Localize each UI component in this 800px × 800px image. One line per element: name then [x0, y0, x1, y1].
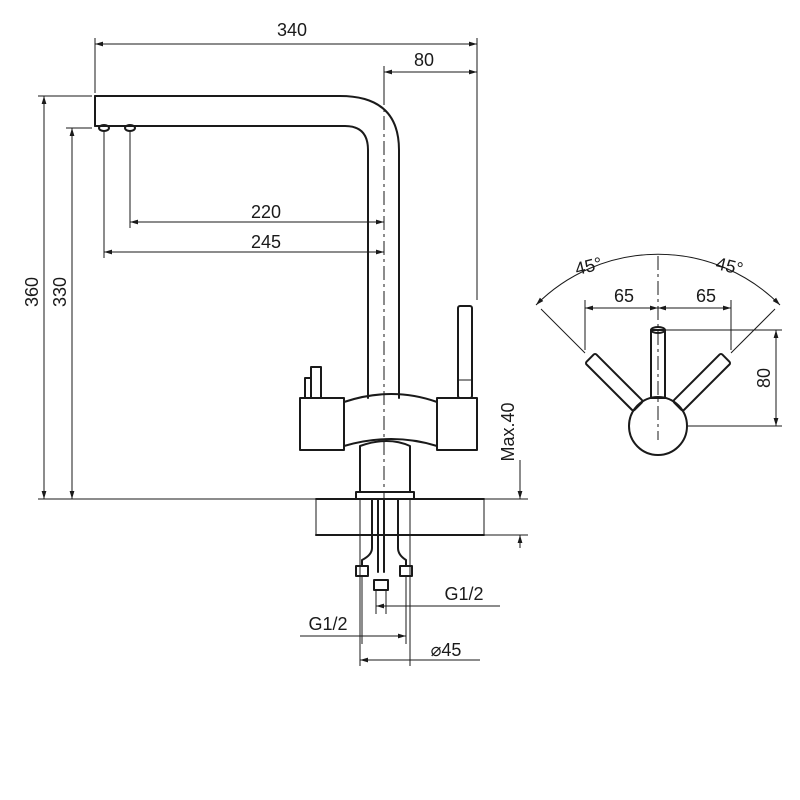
dim-reach-220: 220 — [251, 202, 281, 222]
dim-handle-height: 80 — [754, 368, 774, 388]
handles — [304, 305, 473, 399]
dim-thread-left: G1/2 — [308, 614, 347, 634]
dim-max-thickness: Max.40 — [498, 402, 518, 461]
spout — [94, 95, 400, 399]
right-handle — [672, 352, 732, 412]
right-lever — [457, 305, 473, 399]
dim-spout-depth: 80 — [414, 50, 434, 70]
dim-hole-diameter: ⌀45 — [431, 640, 462, 660]
countertop-section — [315, 498, 485, 536]
outlet-icon — [98, 124, 110, 132]
dim-overall-length: 340 — [277, 20, 307, 40]
dim-angle-left: 45° — [573, 253, 604, 279]
outlet-icon — [124, 124, 136, 132]
center-handle — [650, 329, 666, 399]
top-view: 45° 45° 65 65 80 — [535, 253, 782, 456]
dim-height-330: 330 — [50, 277, 70, 307]
dim-thread-right: G1/2 — [444, 584, 483, 604]
side-view: 340 80 220 245 360 330 Max.40 — [22, 20, 528, 666]
dim-reach-245: 245 — [251, 232, 281, 252]
supply-hoses — [355, 498, 413, 591]
left-lever — [310, 366, 322, 399]
faucet-body — [299, 393, 478, 500]
dim-angle-right: 45° — [714, 253, 745, 279]
dim-offset-left: 65 — [614, 286, 634, 306]
dim-offset-right: 65 — [696, 286, 716, 306]
left-handle — [584, 352, 644, 412]
dim-height-360: 360 — [22, 277, 42, 307]
